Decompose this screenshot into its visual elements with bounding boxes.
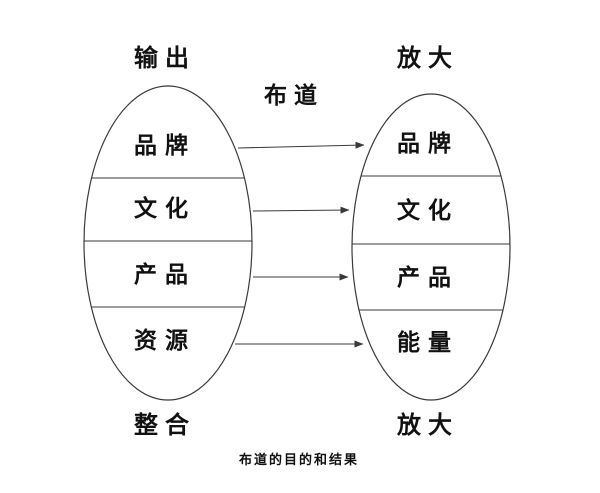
- right-item-brand: 品牌: [397, 130, 459, 157]
- center-label: 布道: [264, 82, 324, 109]
- left-ellipse: [83, 85, 253, 401]
- left-top-label: 输出: [134, 44, 196, 72]
- right-ellipse: [351, 93, 511, 401]
- left-item-product: 产品: [134, 261, 196, 288]
- left-item-brand: 品牌: [134, 132, 196, 159]
- right-dividers: [352, 175, 510, 311]
- arrow-brand: [237, 141, 365, 149]
- left-item-resource: 资源: [134, 328, 196, 354]
- right-top-label: 放大: [396, 44, 459, 72]
- left-item-culture: 文化: [134, 195, 196, 222]
- right-bottom-label: 放大: [396, 411, 459, 439]
- left-dividers: [84, 177, 252, 308]
- right-item-culture: 文化: [397, 197, 459, 224]
- arrow-culture: [252, 206, 350, 214]
- right-item-product: 产品: [397, 264, 459, 291]
- diagram-caption: 布道的目的和结果: [239, 452, 359, 468]
- left-bottom-label: 整合: [134, 411, 196, 439]
- right-item-energy: 能量: [397, 329, 459, 356]
